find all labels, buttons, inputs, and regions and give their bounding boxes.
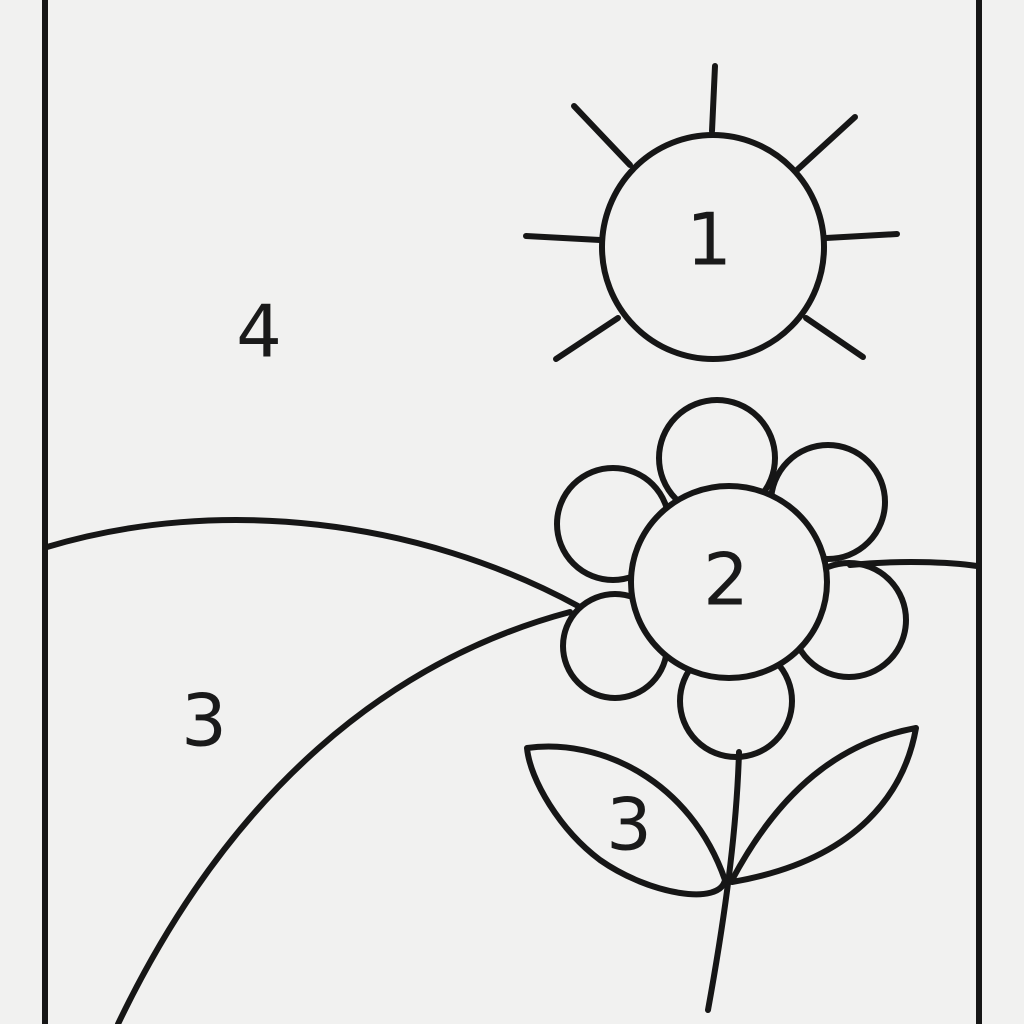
flower-center-region-number: 2	[703, 538, 749, 622]
leaf-left[interactable]	[524, 743, 728, 898]
flower-center[interactable]	[628, 483, 830, 681]
sun-rays	[523, 63, 900, 362]
hill-lower-edge	[115, 609, 573, 1024]
sun-ray	[523, 233, 603, 243]
sun-ray	[823, 231, 900, 241]
sun-ray	[553, 315, 621, 362]
sky-region-number: 4	[236, 290, 282, 374]
hill-region-number: 3	[181, 679, 227, 763]
sun[interactable]	[599, 132, 827, 362]
flower-stem	[705, 749, 742, 1013]
leaf-region-number: 3	[606, 783, 652, 867]
sun-ray	[794, 114, 858, 173]
leaf-right[interactable]	[729, 725, 919, 885]
hill-upper-edge	[44, 517, 581, 609]
sun-ray	[803, 315, 866, 360]
sun-ray	[571, 103, 633, 168]
sun-region-number: 1	[686, 198, 732, 282]
sun-ray	[709, 63, 718, 134]
